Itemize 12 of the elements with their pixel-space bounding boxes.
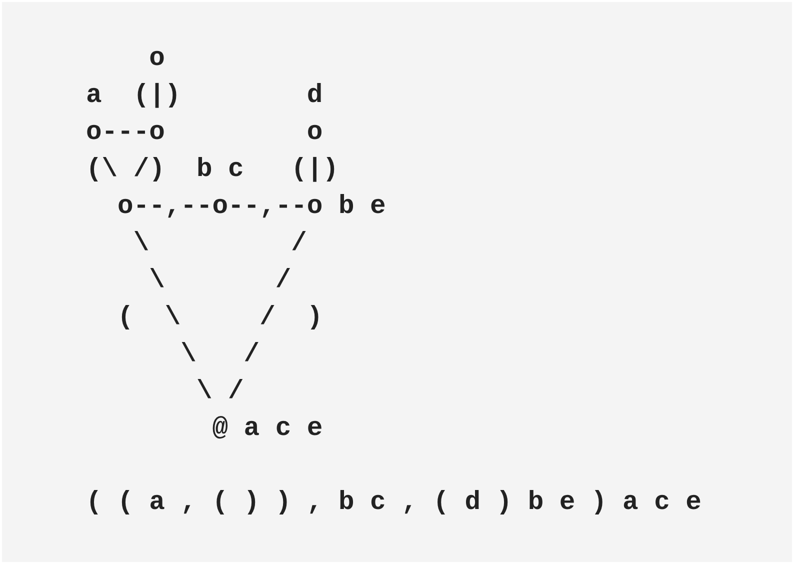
- ascii-tree-row: ( \ / ): [118, 302, 323, 332]
- ascii-tree-row: \ /: [196, 376, 244, 406]
- ascii-tree-row: \ /: [180, 339, 260, 369]
- ascii-tree-row: (\ /) b c (|): [86, 154, 338, 184]
- ascii-tree-row: \ /: [149, 265, 292, 295]
- bracket-notation-text: ( ( a , ( ) ) , b c , ( d ) b e ) a c e: [86, 487, 702, 517]
- ascii-tree-row: @ a c e: [212, 413, 323, 443]
- ascii-tree-row: o: [149, 43, 165, 73]
- ascii-tree-row: a (|) d: [86, 80, 323, 110]
- ascii-tree-row: \ /: [133, 228, 307, 258]
- ascii-tree-row: o--,--o--,--o b e: [118, 191, 386, 221]
- ascii-tree-row: o---o o: [86, 117, 323, 147]
